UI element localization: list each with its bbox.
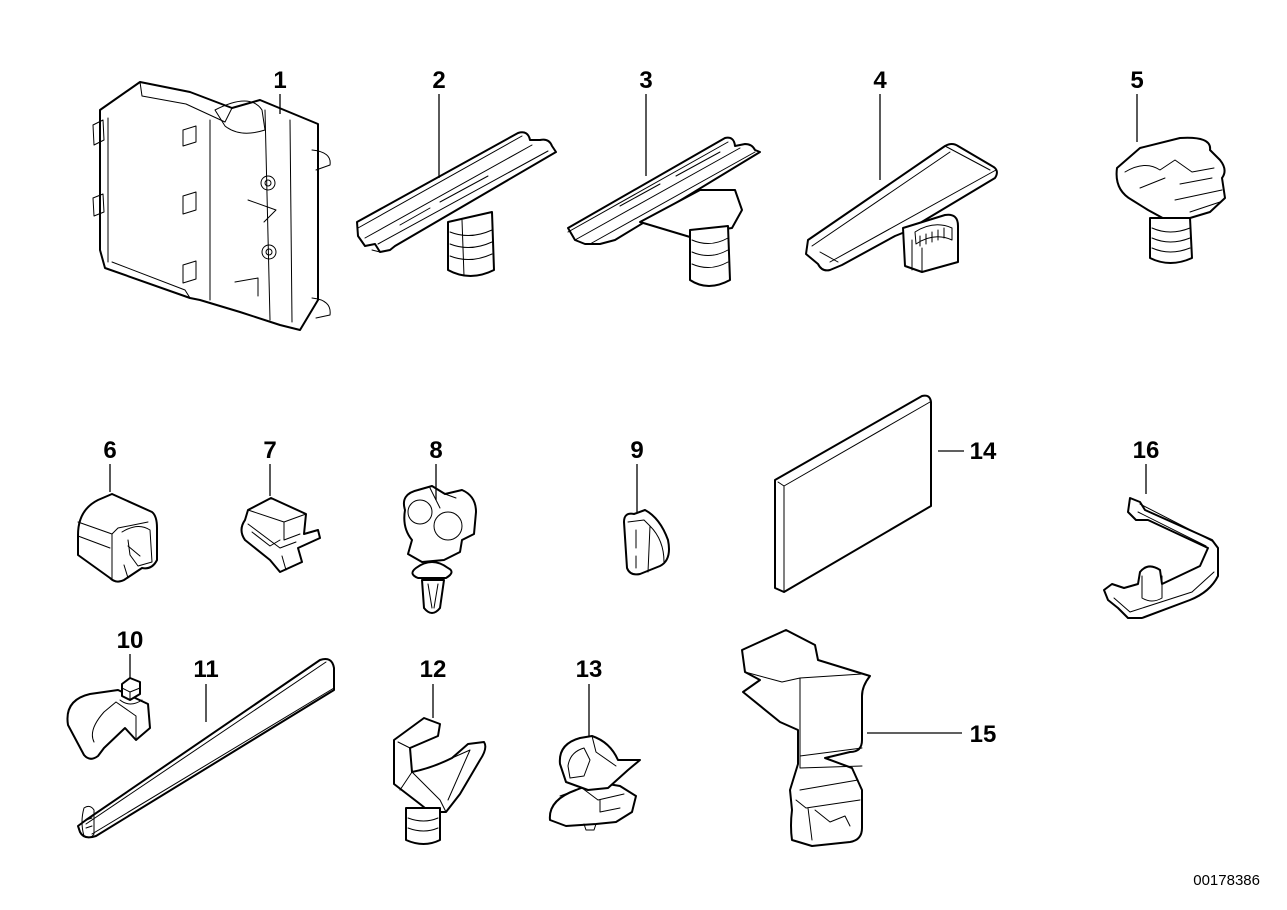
part-10[interactable]: 10 — Hook clamp with nut bbox=[66, 677, 151, 760]
callout-5: 5 bbox=[1130, 67, 1143, 94]
callout-16: 16 bbox=[1133, 437, 1160, 464]
callout-7: 7 bbox=[263, 437, 276, 464]
callout-12: 12 bbox=[420, 656, 447, 683]
callout-2: 2 bbox=[432, 67, 445, 94]
part-14[interactable]: 14 — Foam pad bbox=[774, 394, 932, 593]
callout-14: 14 bbox=[970, 438, 997, 465]
part-7[interactable]: 7 — Spring clip bbox=[240, 497, 321, 573]
part-3[interactable]: 3 — Cable clip with tab bbox=[567, 136, 761, 287]
callout-4: 4 bbox=[873, 67, 887, 94]
callout-8: 8 bbox=[429, 437, 442, 464]
part-16[interactable]: 16 — Wire holder bracket bbox=[1103, 497, 1219, 619]
callout-6: 6 bbox=[103, 437, 116, 464]
part-11[interactable]: 11 — Edge protection strip bbox=[77, 658, 335, 839]
part-2[interactable]: 2 — Cable clip with three channels bbox=[356, 131, 557, 277]
part-8[interactable]: 8 — Double cable clip with expanding riv… bbox=[402, 485, 477, 614]
callout-13: 13 bbox=[576, 656, 603, 683]
part-15[interactable]: 15 — Double spring clip bbox=[741, 629, 871, 847]
callout-3: 3 bbox=[639, 67, 652, 94]
callout-15: 15 bbox=[970, 721, 997, 748]
callout-11: 11 bbox=[193, 656, 218, 683]
callout-10: 10 bbox=[117, 627, 144, 654]
diagram-reference-number: 00178386 bbox=[1193, 872, 1260, 889]
part-1[interactable]: 1 — Bracket / holder box bbox=[92, 81, 331, 331]
part-4[interactable]: 4 — Flat cable holder bbox=[805, 143, 998, 273]
part-6[interactable]: 6 — Edge clip bbox=[77, 493, 158, 583]
part-12[interactable]: 12 — Open clip with stud bbox=[393, 717, 487, 845]
part-13[interactable]: 13 — Loop clip with base bbox=[548, 735, 641, 831]
part-9[interactable]: 9 — Plug / cap bbox=[623, 509, 670, 576]
part-5[interactable]: 5 — Spring clamp with stud bbox=[1115, 136, 1226, 264]
callout-9: 9 bbox=[630, 437, 643, 464]
callout-1: 1 bbox=[273, 67, 286, 94]
